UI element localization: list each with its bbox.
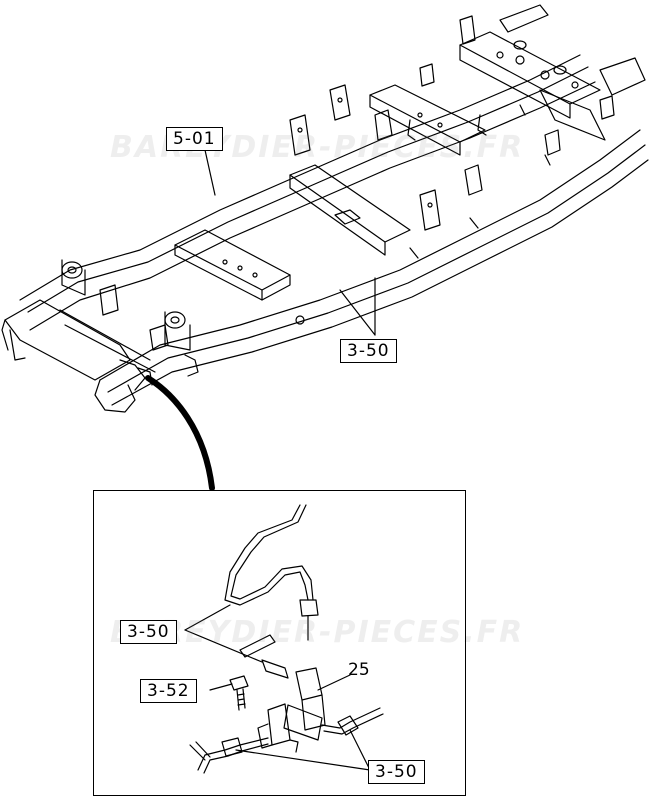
watermark-text: BAREYDIER-PIECES.FR [110,615,525,650]
ref-label-brake-pipe-upper[interactable]: 3-50 [340,339,397,363]
part-number-bracket: 25 [348,660,370,680]
ref-label-brake-pipe-detail[interactable]: 3-50 [120,620,177,644]
ref-label-brake-pipe-lower[interactable]: 3-50 [368,760,425,784]
detail-brake-pipe-assembly [184,504,384,774]
ref-label-bolt[interactable]: 3-52 [140,679,197,703]
detail-pointer-arrow [145,375,215,491]
chassis-frame [1,4,649,413]
ref-label-frame-assembly[interactable]: 5-01 [166,127,223,151]
leader-lines [204,149,376,336]
detail-view-frame [93,490,466,796]
